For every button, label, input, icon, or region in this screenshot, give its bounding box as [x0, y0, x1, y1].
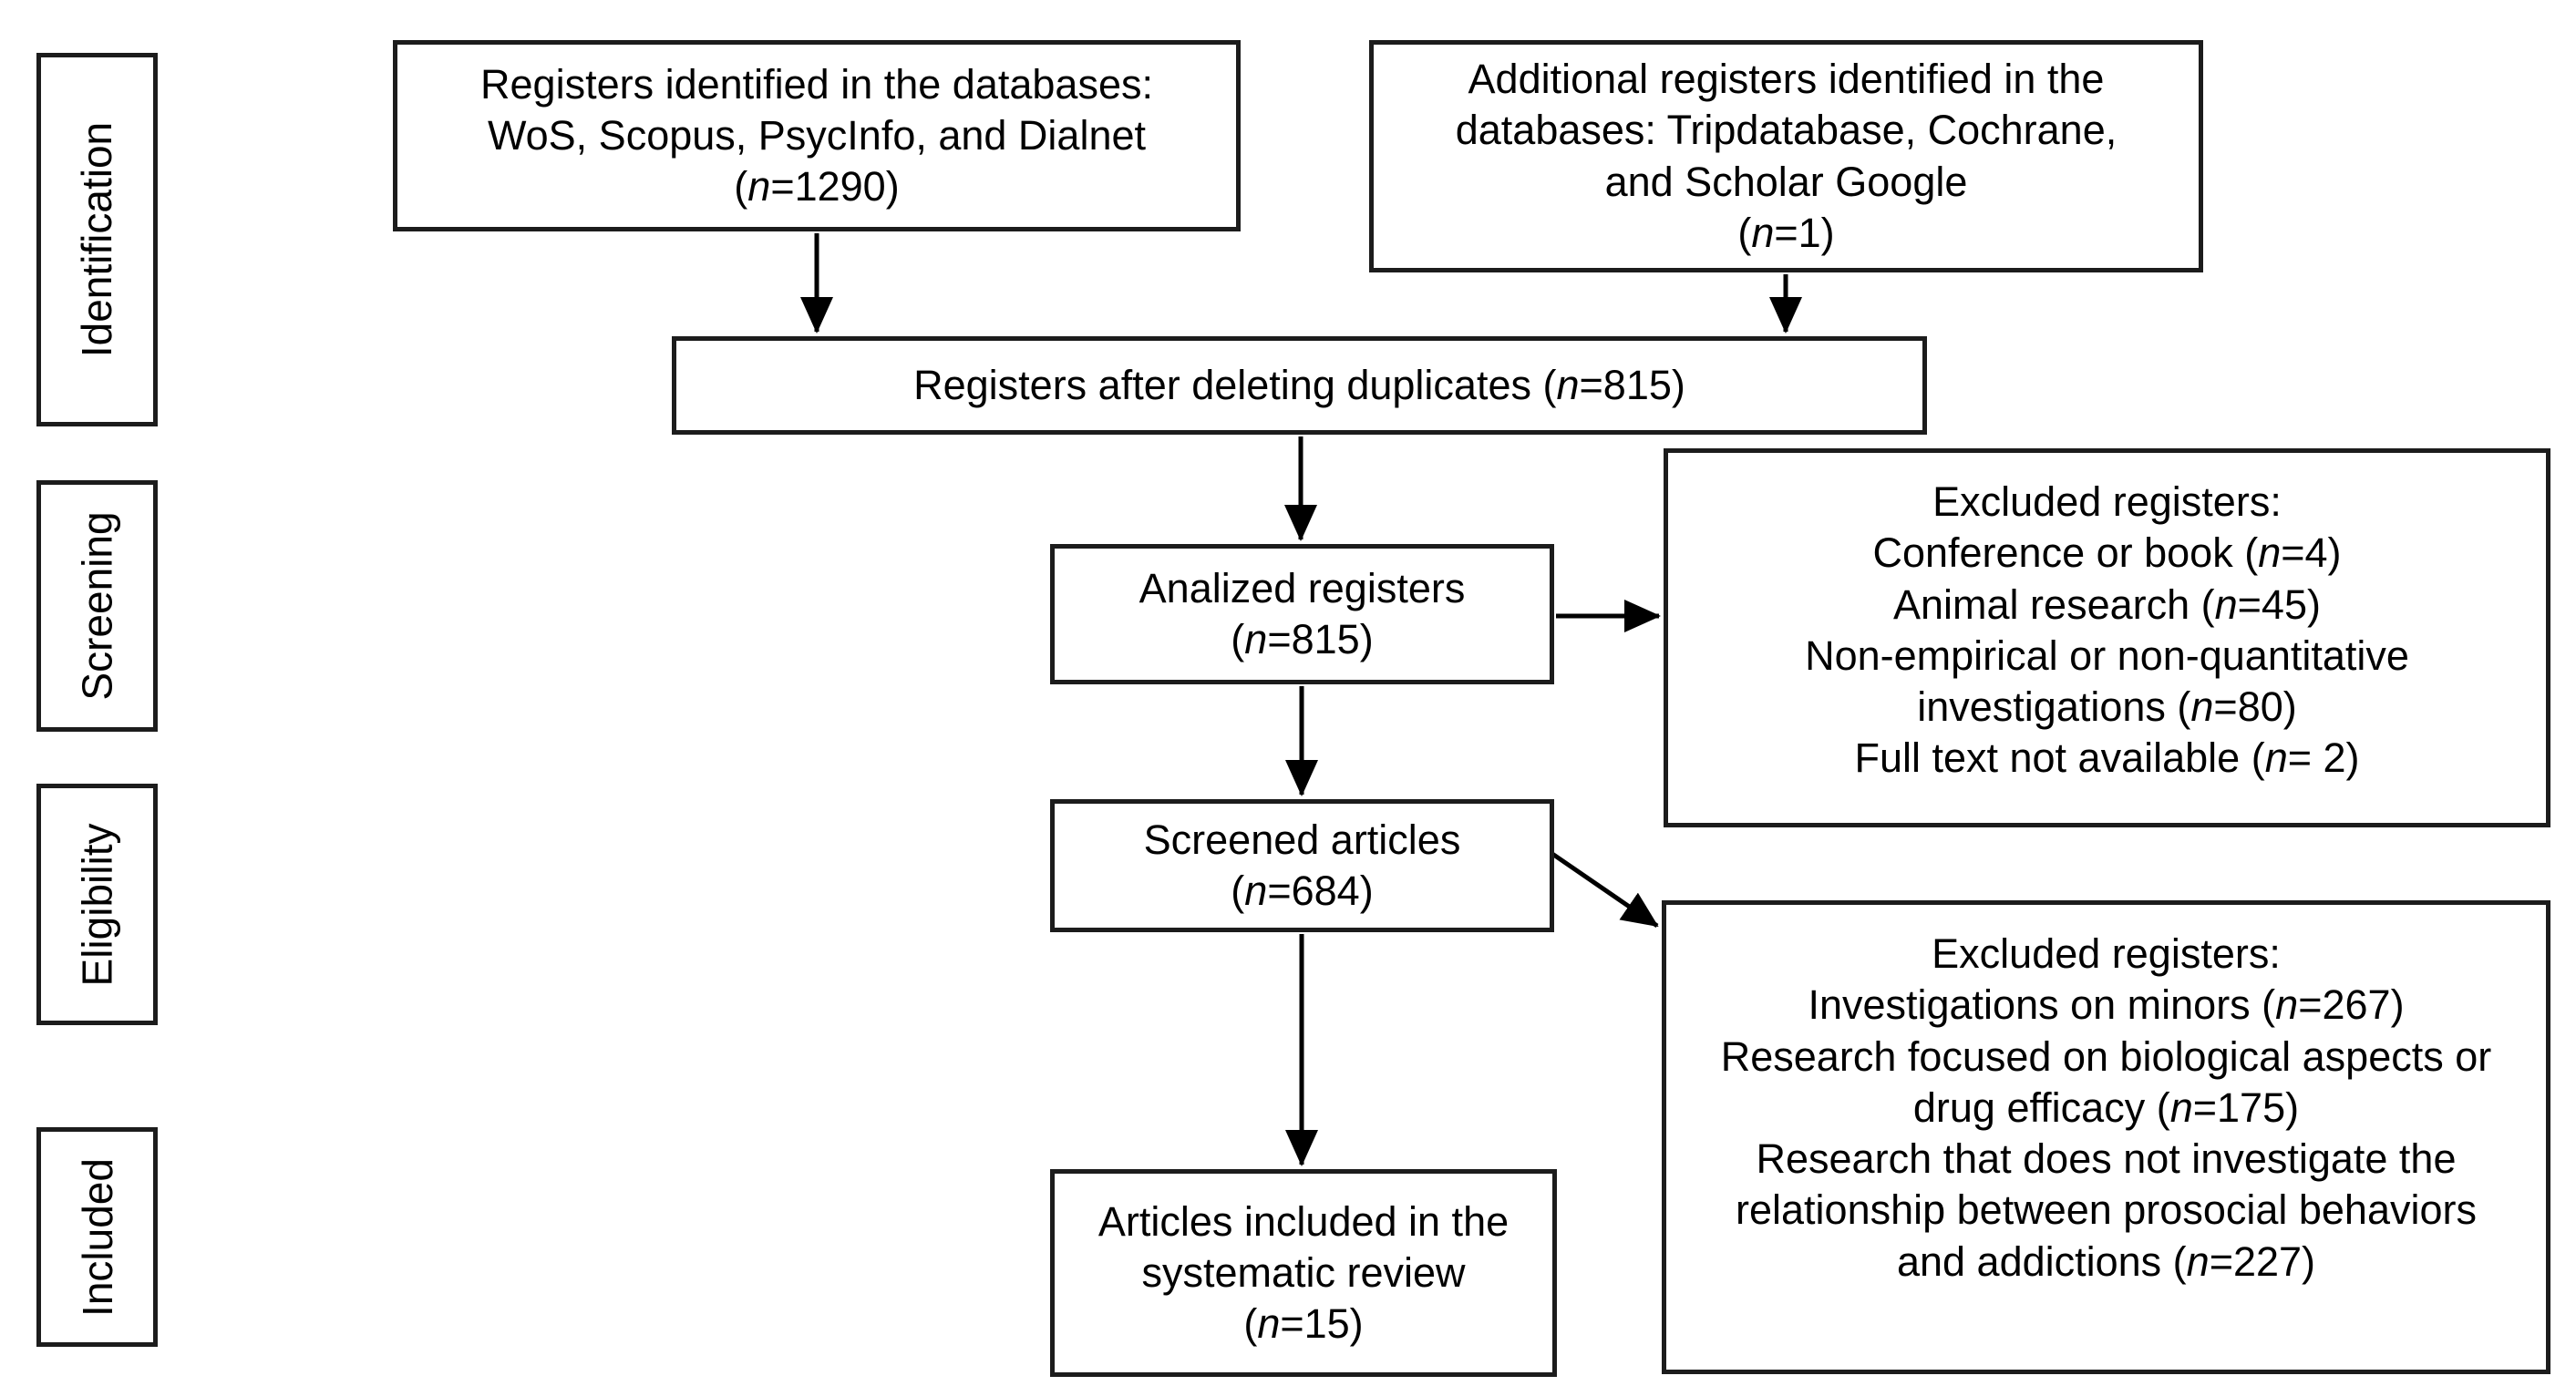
stage-box-identification: Identification: [36, 53, 158, 426]
box-registers-identified-databases: Registers identified in the databases:Wo…: [393, 40, 1241, 231]
stage-label-eligibility: Eligibility: [73, 823, 121, 986]
box-screened-articles-text: Screened articles(n=684): [1143, 816, 1461, 914]
box-excluded-registers-eligibility: Excluded registers:Investigations on min…: [1662, 900, 2550, 1374]
stage-label-identification: Identification: [73, 121, 121, 358]
arrow-screened-to-excluded: [1551, 851, 1659, 929]
box-registers-identified-databases-text: Registers identified in the databases:Wo…: [480, 60, 1153, 210]
stage-label-included: Included: [73, 1157, 121, 1317]
box-analized-registers-text: Analized registers(n=815): [1139, 564, 1466, 662]
box-excluded-registers-screening: Excluded registers:Conference or book (n…: [1664, 448, 2550, 827]
stage-box-screening: Screening: [36, 480, 158, 732]
stage-label-screening: Screening: [73, 511, 121, 701]
stage-box-eligibility: Eligibility: [36, 784, 158, 1025]
box-screened-articles: Screened articles(n=684): [1050, 799, 1554, 932]
box-analized-registers: Analized registers(n=815): [1050, 544, 1554, 684]
box-registers-after-deleting-duplicates-text: Registers after deleting duplicates (n=8…: [913, 361, 1685, 408]
stage-box-included: Included: [36, 1127, 158, 1347]
box-excluded-registers-screening-text: Excluded registers:Conference or book (n…: [1805, 478, 2409, 782]
box-excluded-registers-eligibility-text: Excluded registers:Investigations on min…: [1720, 930, 2492, 1285]
box-registers-after-deleting-duplicates: Registers after deleting duplicates (n=8…: [672, 336, 1927, 435]
